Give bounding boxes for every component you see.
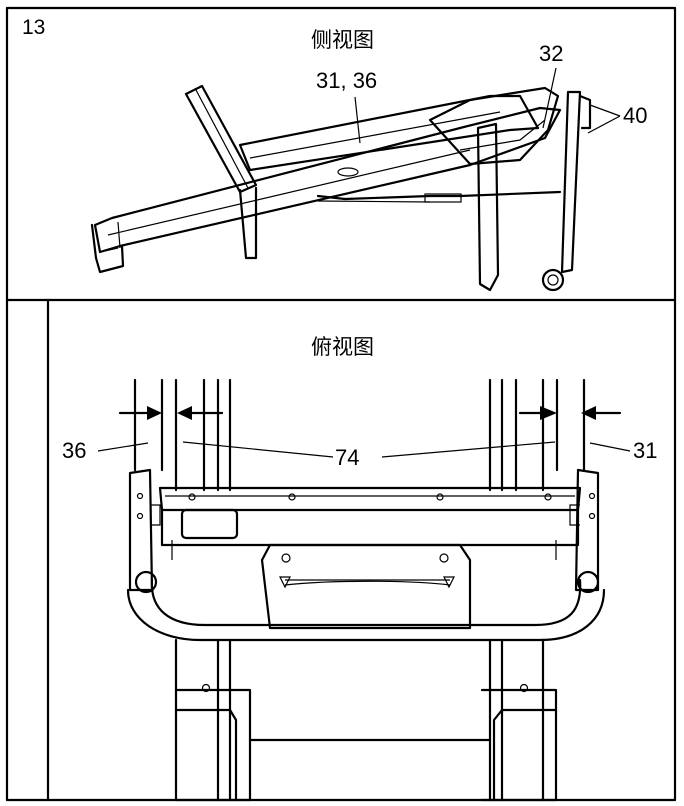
panel-borders [5,6,677,802]
side-view-title: 侧视图 [311,28,374,52]
top-view-assembly [97,378,631,802]
top-view-title: 俯视图 [311,335,374,359]
callout-32: 32 [539,41,564,66]
callout-31-36: 31, 36 [316,68,378,93]
callout-74: 74 [335,445,360,470]
callout-36: 36 [62,438,87,463]
side-view-treadmill [90,67,621,292]
callout-31: 31 [633,438,658,463]
step-number: 13 [22,16,46,39]
callout-40: 40 [623,103,648,128]
